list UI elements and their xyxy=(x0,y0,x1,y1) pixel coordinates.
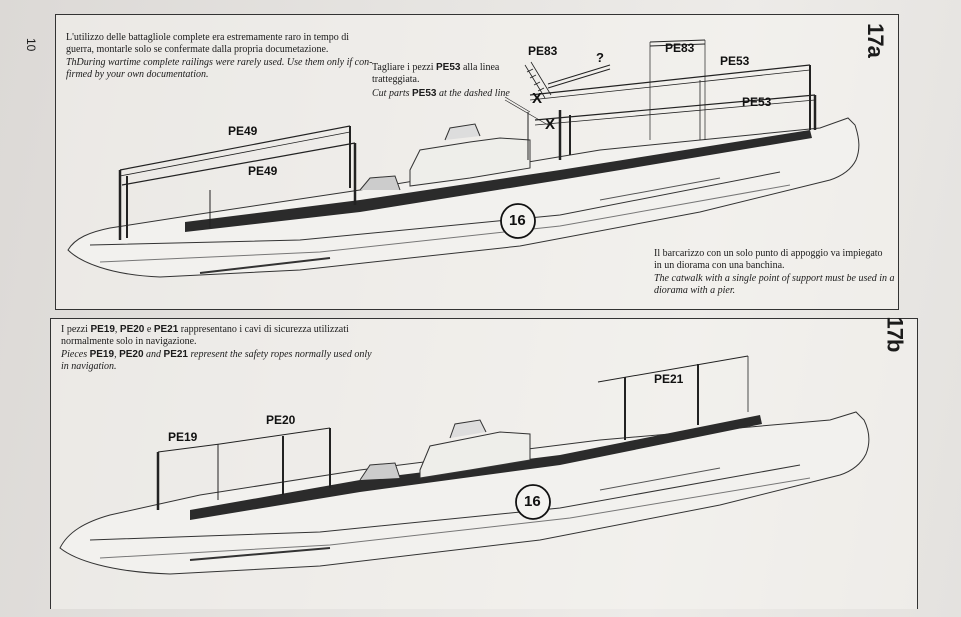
railing-note-italian: L'utilizzo delle battagliole complete er… xyxy=(66,32,350,55)
railings-17a xyxy=(118,39,817,240)
label-pe49-upper: PE49 xyxy=(228,124,258,138)
label-pe49-lower: PE49 xyxy=(248,164,278,178)
label-question-mark: ? xyxy=(596,50,604,65)
label-pe83-left: PE83 xyxy=(528,44,558,58)
submarine-hull-17b xyxy=(59,411,870,575)
label-pe53-upper: PE53 xyxy=(720,54,750,68)
safety-rope-note-italian: I pezzi PE19, PE20 e PE21 rappresentano … xyxy=(61,324,349,347)
conning-tower-17b xyxy=(359,419,531,481)
safety-rope-note-english: Pieces PE19, PE20 and PE21 represent the… xyxy=(61,349,372,372)
label-pe83-right: PE83 xyxy=(665,41,695,55)
catwalk-note-italian: Il barcarizzo con un solo punto di appog… xyxy=(654,248,883,271)
part-16-callout-17b xyxy=(515,484,551,520)
cut-mark-x-2: X xyxy=(545,116,556,133)
conning-tower-17a xyxy=(359,123,531,191)
catwalk-note-english: The catwalk with a single point of suppo… xyxy=(654,273,895,296)
part-16-label-17b: 16 xyxy=(524,493,541,510)
part-16-label-17a: 16 xyxy=(509,212,526,229)
label-pe19: PE19 xyxy=(168,430,198,444)
deck-17a xyxy=(185,130,812,232)
railing-note-english: ThDuring wartime complete railings were … xyxy=(66,57,373,80)
label-pe21: PE21 xyxy=(654,372,684,386)
safety-ropes-17b xyxy=(156,355,749,510)
label-pe20: PE20 xyxy=(266,413,296,427)
label-pe53-lower: PE53 xyxy=(742,95,772,109)
cut-mark-x-1: X xyxy=(532,90,543,107)
cut-note-italian: Tagliare i pezzi PE53 alla linea tratteg… xyxy=(372,62,500,85)
cut-note-english: Cut parts PE53 at the dashed line xyxy=(372,88,510,99)
part-16-callout-17a xyxy=(500,203,536,239)
